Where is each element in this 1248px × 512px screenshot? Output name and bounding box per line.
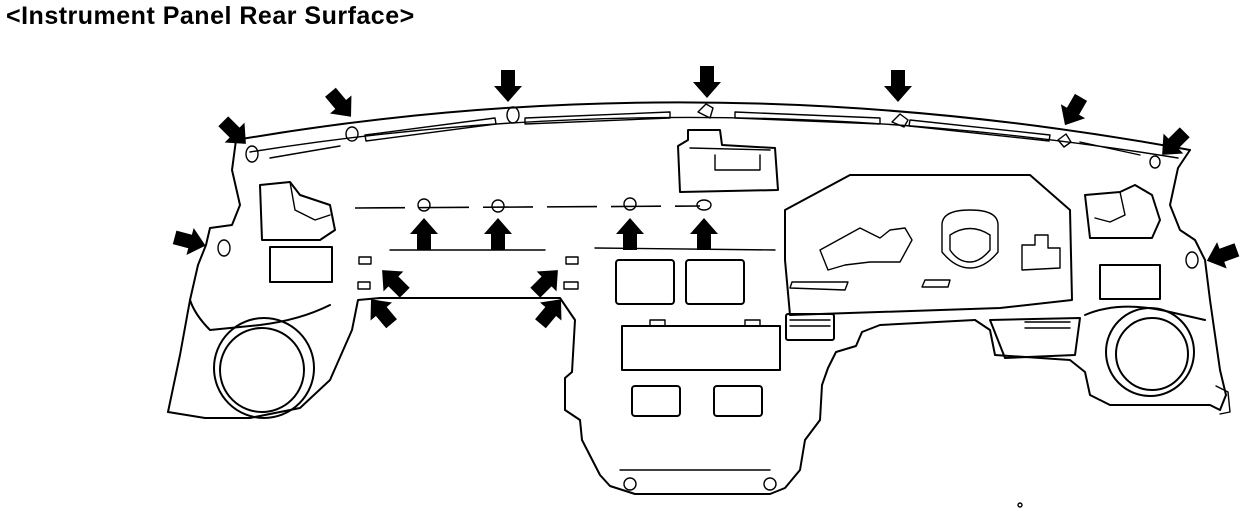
clip-icon — [623, 197, 637, 211]
clip-icon — [357, 281, 371, 290]
arrow-icon — [690, 218, 718, 250]
left-vent-area — [189, 181, 336, 419]
clips — [217, 103, 1199, 508]
clip-icon — [1185, 251, 1199, 269]
arrow-icon — [616, 218, 644, 250]
center-meter-box — [677, 129, 779, 193]
arrow-icon — [535, 299, 562, 329]
clip-icon — [697, 103, 714, 119]
arrow-icon — [1060, 93, 1088, 126]
arrow-icon — [1206, 242, 1240, 269]
clip-icon — [506, 106, 520, 124]
clip-icon — [1149, 155, 1161, 169]
clip-icon — [563, 281, 579, 290]
clip-icon — [1017, 502, 1023, 508]
panel-outline — [167, 101, 1231, 495]
lower-right-trim — [785, 313, 1081, 359]
clip-icon — [345, 126, 359, 142]
right-vent-area — [1084, 184, 1206, 397]
clip-icon — [696, 199, 712, 211]
arrow-icon — [693, 66, 721, 98]
clip-rows — [354, 205, 776, 299]
arrow-icon — [325, 87, 352, 117]
center-lower-boxes — [615, 259, 781, 491]
diagram-title: <Instrument Panel Rear Surface> — [6, 2, 415, 30]
arrow-icon — [382, 270, 410, 298]
arrow-icon — [410, 218, 438, 250]
arrow-icon — [884, 70, 912, 102]
clip-icon — [245, 145, 259, 163]
clip-icon — [491, 199, 505, 213]
arrow-icon — [218, 116, 246, 144]
clip-icon — [565, 256, 579, 265]
clip-icon — [891, 113, 909, 128]
arrows — [172, 66, 1240, 329]
arrow-icon — [370, 299, 397, 329]
clip-icon — [1057, 133, 1072, 148]
arrow-icon — [1162, 127, 1190, 155]
defroster-slots — [269, 111, 1141, 159]
arrow-icon — [530, 270, 558, 298]
clip-icon — [417, 198, 431, 212]
clip-icon — [358, 256, 372, 265]
steering-column-frame — [784, 174, 1073, 316]
arrow-icon — [172, 227, 206, 256]
clip-icon — [217, 239, 231, 257]
arrow-icon — [484, 218, 512, 250]
arrow-icon — [494, 70, 522, 102]
